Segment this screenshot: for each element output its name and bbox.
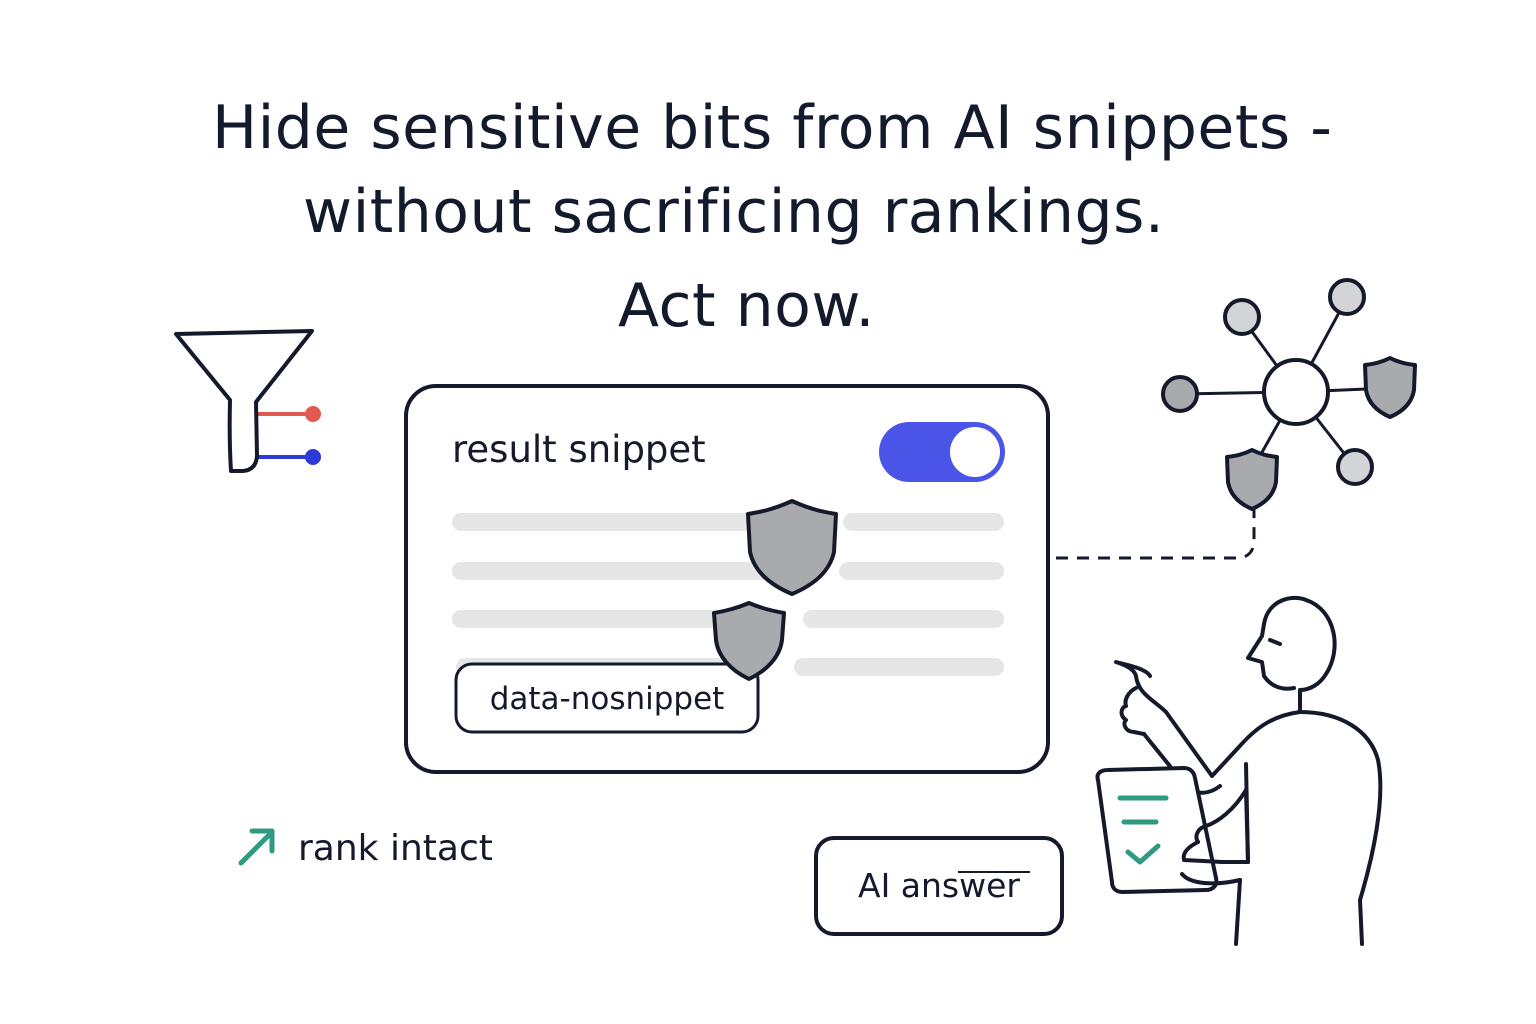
ai-answer-box: [814, 836, 1064, 936]
snippet-toggle[interactable]: [879, 422, 1005, 482]
ai-answer-label: AI answer: [858, 866, 1020, 905]
network-shield-icon: [1161, 278, 1417, 511]
headline-line-2: without sacrificing rankings.: [303, 177, 1165, 247]
clipboard-content: [1117, 795, 1169, 865]
person-with-clipboard: [1095, 595, 1383, 946]
data-nosnippet-chip: [454, 662, 760, 734]
rank-intact-label: rank intact: [298, 828, 493, 869]
headline-line-1: Hide sensitive bits from AI snippets -: [212, 93, 1333, 163]
shield-icon: [712, 601, 786, 681]
card-title: result snippet: [452, 428, 706, 471]
dashed-connector: [1056, 508, 1256, 560]
data-nosnippet-label: data-nosnippet: [489, 681, 725, 717]
trend-up-arrow-icon: [238, 828, 275, 866]
shield-icon: [746, 499, 838, 596]
funnel-icon: [174, 329, 321, 473]
check-icon: [1125, 843, 1161, 865]
headline-line-3: Act now.: [618, 271, 875, 341]
